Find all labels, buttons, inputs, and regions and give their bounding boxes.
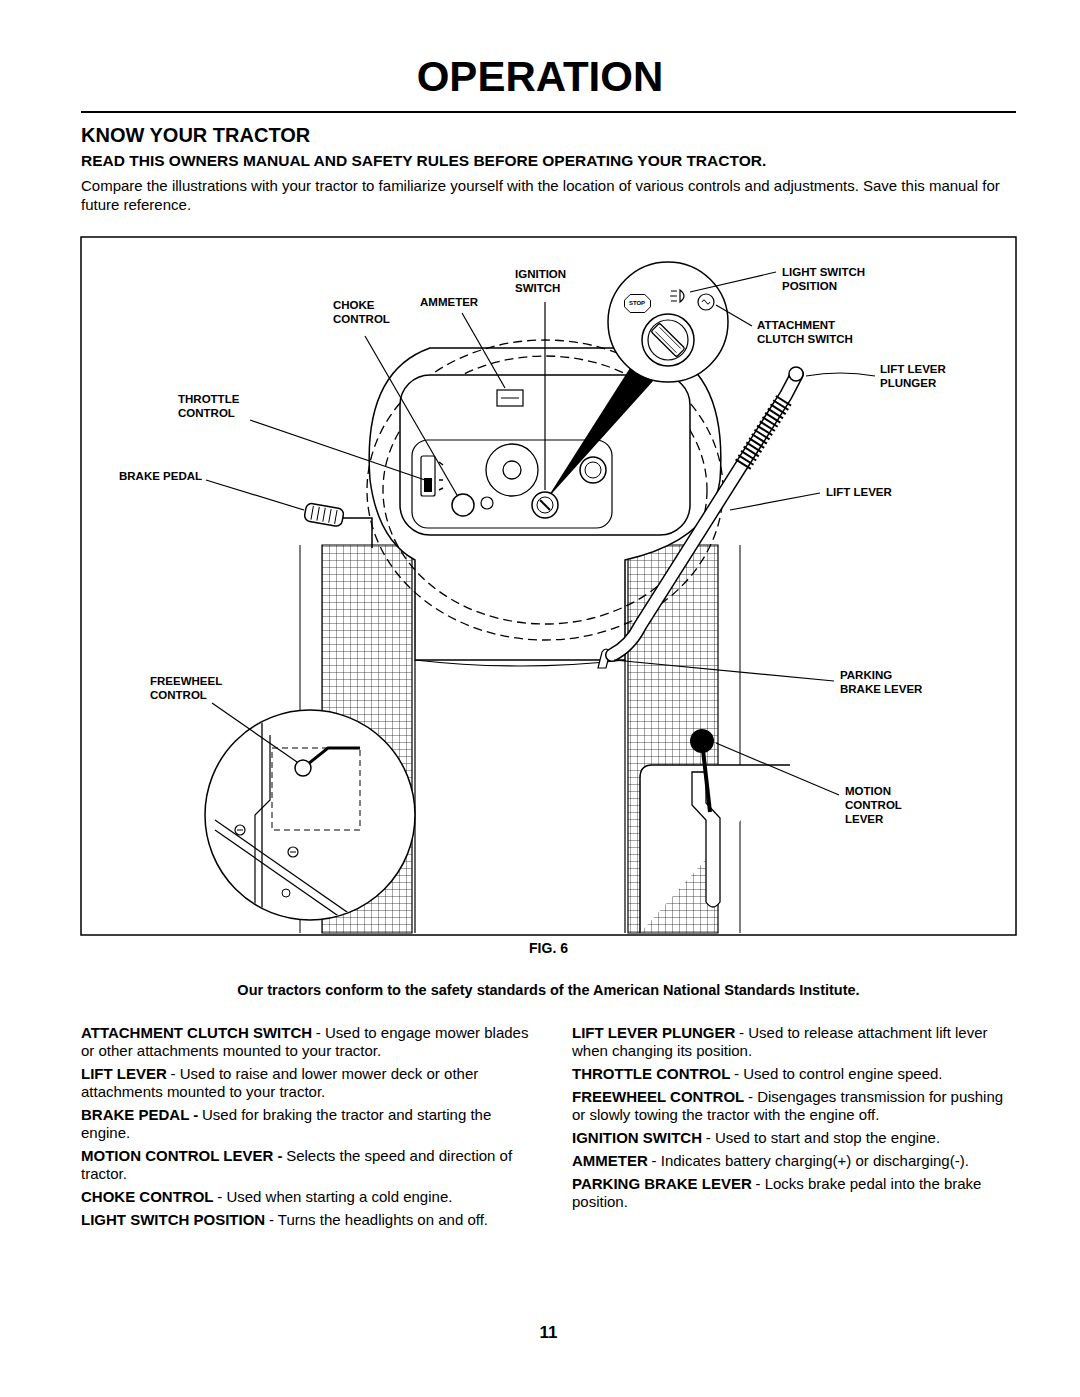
intro-block: KNOW YOUR TRACTOR READ THIS OWNERS MANUAL… bbox=[81, 123, 1016, 214]
term-name: MOTION CONTROL LEVER - bbox=[81, 1147, 282, 1164]
term-description: - Turns the headlights on and off. bbox=[269, 1211, 488, 1228]
callout-label: LIFT LEVER bbox=[826, 485, 892, 499]
control-description: AMMETER- Indicates battery charging(+) o… bbox=[572, 1152, 1016, 1170]
symbol-text: STOP bbox=[624, 300, 651, 307]
term-description: - Used when starting a cold engine. bbox=[217, 1188, 452, 1205]
term-name: FREEWHEEL CONTROL bbox=[572, 1088, 744, 1105]
note-text: Our tractors conform to the safety stand… bbox=[81, 983, 1016, 997]
callout-label: THROTTLE CONTROL bbox=[178, 392, 239, 420]
control-description: FREEWHEEL CONTROL- Disengages transmissi… bbox=[572, 1088, 1016, 1124]
term-name: LIFT LEVER bbox=[81, 1065, 167, 1082]
callout-label: MOTION CONTROL LEVER bbox=[845, 784, 902, 826]
callout-label: BRAKE PEDAL bbox=[119, 469, 202, 483]
term-name: PARKING BRAKE LEVER bbox=[572, 1175, 752, 1192]
callout-label: LIGHT SWITCH POSITION bbox=[782, 265, 877, 293]
control-description: THROTTLE CONTROL- Used to control engine… bbox=[572, 1065, 1016, 1083]
callout-label: AMMETER bbox=[420, 295, 478, 309]
intro-text: Compare the illustrations with your trac… bbox=[81, 176, 1016, 214]
text-column: LIFT LEVER PLUNGER- Used to release atta… bbox=[572, 1024, 1016, 1216]
term-description: - Used to start and stop the engine. bbox=[706, 1129, 940, 1146]
term-name: BRAKE PEDAL - bbox=[81, 1106, 198, 1123]
callout-label: LIFT LEVER PLUNGER bbox=[880, 362, 972, 390]
term-name: IGNITION SWITCH bbox=[572, 1129, 702, 1146]
callout-label: PARKING BRAKE LEVER bbox=[840, 668, 932, 696]
octagon-shape bbox=[624, 294, 650, 312]
control-description: CHOKE CONTROL- Used when starting a cold… bbox=[81, 1188, 533, 1206]
callout-label: CHOKE CONTROL bbox=[333, 298, 390, 326]
control-description: LIFT LEVER PLUNGER- Used to release atta… bbox=[572, 1024, 1016, 1060]
term-name: CHOKE CONTROL bbox=[81, 1188, 214, 1205]
text-column: ATTACHMENT CLUTCH SWITCH- Used to engage… bbox=[81, 1024, 533, 1234]
callout-label: ATTACHMENT CLUTCH SWITCH bbox=[757, 318, 869, 346]
control-description: MOTION CONTROL LEVER -Selects the speed … bbox=[81, 1147, 533, 1183]
page-heading: OPERATION bbox=[0, 52, 1080, 102]
control-description: BRAKE PEDAL -Used for braking the tracto… bbox=[81, 1106, 533, 1142]
stop-octagon: STOP bbox=[624, 294, 651, 313]
page-number: 11 bbox=[81, 1326, 1016, 1340]
control-description: LIGHT SWITCH POSITION- Turns the headlig… bbox=[81, 1211, 533, 1229]
term-description: - Used to control engine speed. bbox=[734, 1065, 942, 1082]
callout-label: FREEWHEEL CONTROL bbox=[150, 674, 222, 702]
callout-label: IGNITION SWITCH bbox=[515, 267, 566, 295]
term-name: LIFT LEVER PLUNGER bbox=[572, 1024, 735, 1041]
control-description: LIFT LEVER- Used to raise and lower mowe… bbox=[81, 1065, 533, 1101]
control-description: ATTACHMENT CLUTCH SWITCH- Used to engage… bbox=[81, 1024, 533, 1060]
subheading: READ THIS OWNERS MANUAL AND SAFETY RULES… bbox=[81, 151, 1016, 171]
term-description: - Indicates battery charging(+) or disch… bbox=[652, 1152, 969, 1169]
term-name: ATTACHMENT CLUTCH SWITCH bbox=[81, 1024, 312, 1041]
figure-number: FIG. 6 bbox=[81, 941, 1016, 955]
control-description: PARKING BRAKE LEVER- Locks brake pedal i… bbox=[572, 1175, 1016, 1211]
term-name: AMMETER bbox=[572, 1152, 648, 1169]
control-description: IGNITION SWITCH- Used to start and stop … bbox=[572, 1129, 1016, 1147]
term-name: THROTTLE CONTROL bbox=[572, 1065, 730, 1082]
section-heading: KNOW YOUR TRACTOR bbox=[81, 123, 1016, 147]
term-name: LIGHT SWITCH POSITION bbox=[81, 1211, 265, 1228]
